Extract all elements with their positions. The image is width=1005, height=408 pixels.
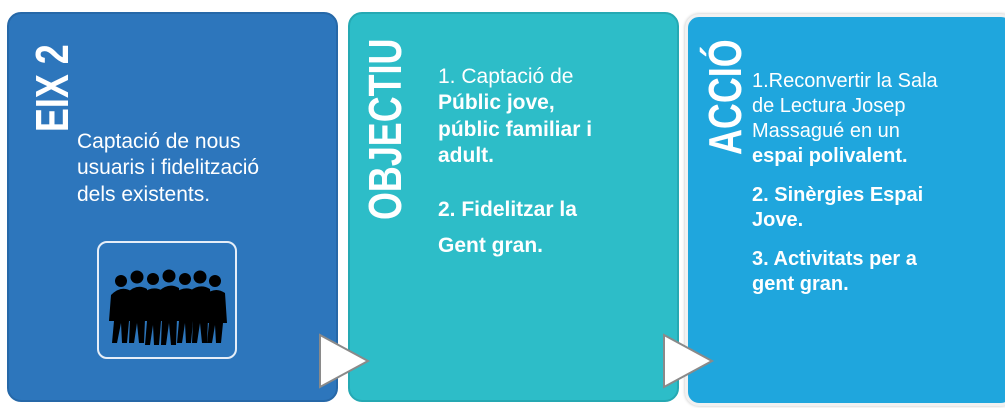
panel-eix: EIX 2 Captació de nous usuaris i fidelit… bbox=[7, 12, 338, 402]
panel-accio: ACCIÓ 1.Reconvertir la Sala de Lectura J… bbox=[685, 14, 1005, 406]
accio-item-3-line: gent gran. bbox=[752, 273, 849, 295]
group-of-people-silhouette-icon bbox=[109, 269, 227, 345]
objectiu-description: 1. Captació de Públic jove, públic famil… bbox=[438, 64, 670, 260]
accio-item-1-line: espai polivalent. bbox=[752, 145, 908, 167]
accio-item-2-line: 2. Sinèrgies Espai bbox=[752, 184, 924, 206]
objectiu-item-1-line: adult. bbox=[438, 143, 494, 167]
chevron-right-arrow-icon bbox=[319, 333, 371, 389]
eix-title: EIX 2 bbox=[26, 44, 78, 132]
eix-description-line: usuaris i fidelització bbox=[77, 156, 260, 180]
accio-description: 1.Reconvertir la Sala de Lectura Josep M… bbox=[752, 69, 1002, 297]
accio-item-2-line: Jove. bbox=[752, 209, 804, 231]
objectiu-item-1-prefix: 1. Captació de bbox=[438, 65, 574, 88]
accio-item-1-line: 1.Reconvertir la Sala bbox=[752, 70, 938, 92]
eix-description-line: dels existents. bbox=[77, 182, 211, 206]
objectiu-item-2-line: 2. Fidelitzar la bbox=[438, 198, 577, 221]
eix-description-line: Captació de nous bbox=[77, 130, 241, 153]
accio-title: ACCIÓ bbox=[699, 39, 751, 155]
chevron-right-arrow-icon bbox=[663, 333, 715, 389]
objectiu-title: OBJECTIU bbox=[359, 38, 411, 221]
accio-item-3-line: 3. Activitats per a bbox=[752, 248, 917, 270]
accio-item-1-line: de Lectura Josep bbox=[752, 95, 906, 117]
objectiu-item-1-line: Públic jove, bbox=[438, 91, 555, 115]
eix-description: Captació de nous usuaris i fidelització … bbox=[77, 129, 327, 208]
people-image-frame bbox=[97, 241, 237, 359]
objectiu-item-1-line: públic familiar i bbox=[438, 117, 593, 141]
panel-objectiu: OBJECTIU 1. Captació de Públic jove, púb… bbox=[348, 12, 679, 402]
objectiu-item-2-line: Gent gran. bbox=[438, 234, 544, 258]
accio-item-1-line: Massagué en un bbox=[752, 120, 900, 142]
